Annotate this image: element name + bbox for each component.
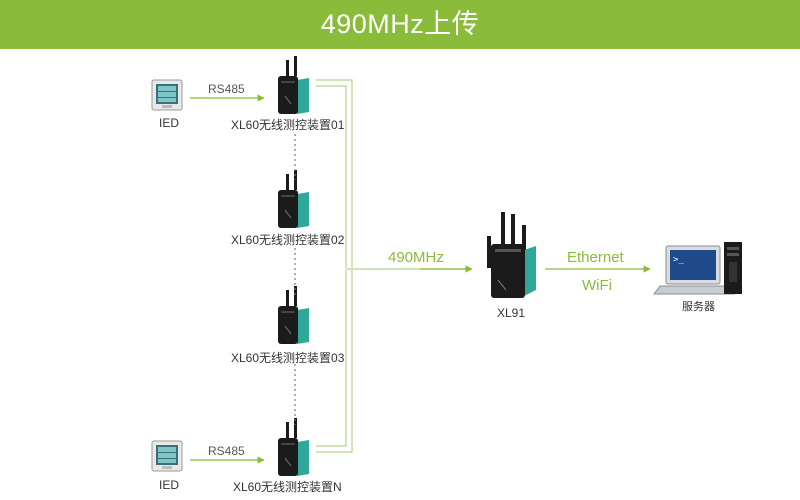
svg-text:>_: >_ [673,255,684,265]
xl60-device-icon [277,169,310,229]
uplink-bus [316,79,470,453]
ethernet-label: Ethernet [567,249,624,266]
xl60-device-icon [277,285,310,345]
xl60-device-icon [277,417,310,477]
rs485-label: RS485 [208,444,245,458]
xl91-gateway-icon [487,212,536,298]
device-label-n: XL60无线测控装置N [233,480,342,494]
device-label-02: XL60无线测控装置02 [231,233,345,247]
page-title: 490MHz上传 [320,9,480,39]
xl60-device-icon [277,55,310,115]
ied-label: IED [159,478,180,492]
device-label-01: XL60无线测控装置01 [231,118,345,132]
server-label: 服务器 [682,301,715,313]
ied-meter-icon [151,440,183,472]
link-490-label: 490MHz [388,249,444,266]
ied-meter-icon [151,79,183,111]
title-banner [0,0,800,49]
device-label-03: XL60无线测控装置03 [231,351,345,365]
server-pc-icon: >_ [653,242,742,295]
wifi-label: WiFi [582,277,612,294]
rs485-label: RS485 [208,82,245,96]
ied-label: IED [159,116,180,130]
gateway-label: XL91 [497,306,526,320]
